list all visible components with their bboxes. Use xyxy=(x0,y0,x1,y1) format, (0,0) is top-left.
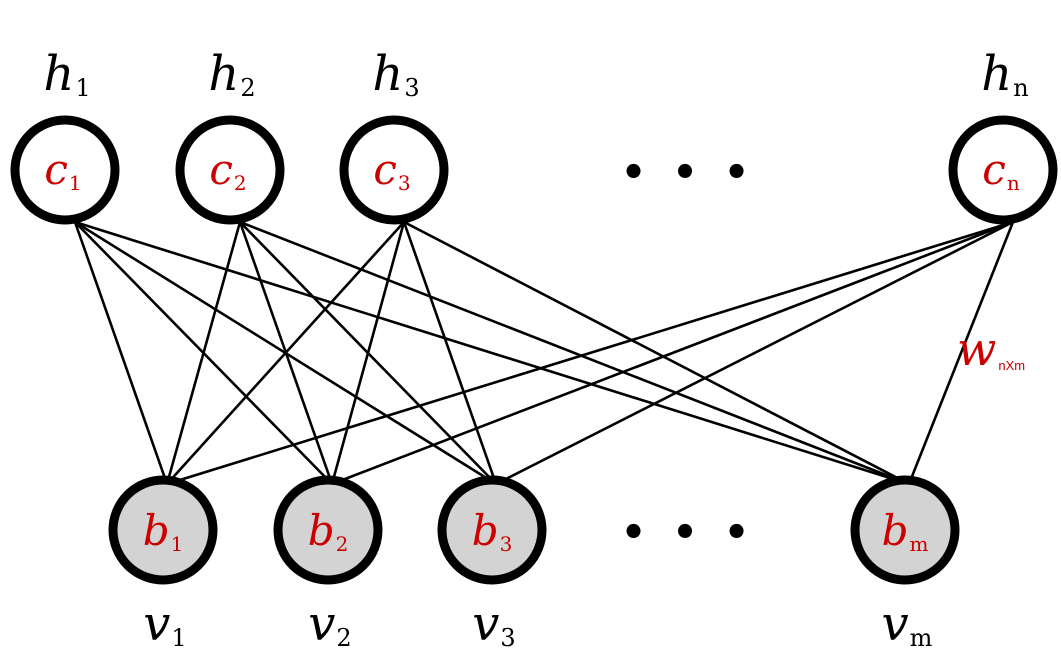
visible-var-m-symbol: v xyxy=(882,596,909,652)
hidden-var-1-symbol: h xyxy=(43,46,74,102)
visible-var-1-subscript: 1 xyxy=(171,624,186,652)
edge-h3-v3 xyxy=(402,221,498,485)
edge-h4-v1 xyxy=(166,220,1014,486)
hidden-bias-n-subscript: n xyxy=(1007,171,1020,195)
visible-var-2-subscript: 2 xyxy=(336,624,351,652)
visible-bias-3-symbol: b xyxy=(472,506,499,555)
visible-bias-m-symbol: b xyxy=(882,506,909,555)
hidden-var-n-symbol: h xyxy=(981,46,1012,102)
weight-subscript: nXm xyxy=(998,358,1025,373)
hidden-bias-2: c2 xyxy=(209,145,246,195)
visible-var-3-subscript: 3 xyxy=(500,624,515,652)
edge-h3-v4 xyxy=(403,220,910,486)
visible-bias-m: bm xyxy=(882,506,929,556)
visible-bias-1-subscript: 1 xyxy=(171,532,184,556)
visible-var-1: v1 xyxy=(143,596,186,652)
edge-h2-v4 xyxy=(239,220,910,486)
visible-var-2: v2 xyxy=(308,596,351,652)
visible-bias-3: b3 xyxy=(472,506,513,556)
edge-h3-v2 xyxy=(330,221,406,485)
hidden-var-2: h2 xyxy=(208,46,255,102)
visible-node-1 xyxy=(108,475,218,585)
edge-h4-v4 xyxy=(907,221,1015,485)
hidden-var-n-subscript: n xyxy=(1013,74,1028,102)
visible-var-1-symbol: v xyxy=(143,596,170,652)
hidden-bias-1: c1 xyxy=(44,145,81,195)
visible-var-2-symbol: v xyxy=(308,596,335,652)
hidden-var-1: h1 xyxy=(43,46,90,102)
visible-bias-2: b2 xyxy=(308,506,349,556)
hidden-node-n xyxy=(948,115,1058,225)
hidden-var-1-subscript: 1 xyxy=(75,74,90,102)
hidden-node-3 xyxy=(339,115,449,225)
edge-h1-v1 xyxy=(73,221,169,485)
hidden-ellipsis: • • • xyxy=(621,150,756,196)
edge-h2-v1 xyxy=(165,221,242,485)
hidden-bias-n: cn xyxy=(982,145,1020,195)
visible-bias-2-subscript: 2 xyxy=(336,532,349,556)
hidden-bias-3-symbol: c xyxy=(373,145,397,194)
hidden-node-1 xyxy=(10,115,120,225)
visible-var-3: v3 xyxy=(472,596,515,652)
visible-node-3 xyxy=(437,475,547,585)
hidden-bias-1-subscript: 1 xyxy=(69,171,82,195)
visible-bias-m-subscript: m xyxy=(909,532,928,556)
visible-node-2 xyxy=(273,475,383,585)
hidden-bias-2-subscript: 2 xyxy=(234,171,247,195)
visible-bias-1-symbol: b xyxy=(143,506,170,555)
visible-var-m: vm xyxy=(882,596,933,652)
visible-ellipsis: • • • xyxy=(621,510,756,556)
hidden-var-2-symbol: h xyxy=(208,46,239,102)
visible-var-m-subscript: m xyxy=(910,624,933,652)
hidden-var-3-symbol: h xyxy=(372,46,403,102)
hidden-bias-2-symbol: c xyxy=(209,145,233,194)
hidden-bias-1-symbol: c xyxy=(44,145,68,194)
hidden-var-3-subscript: 3 xyxy=(404,74,419,102)
visible-bias-1: b1 xyxy=(143,506,184,556)
edge-h1-v4 xyxy=(74,220,910,486)
visible-bias-2-symbol: b xyxy=(308,506,335,555)
hidden-var-3: h3 xyxy=(372,46,419,102)
edge-h4-v2 xyxy=(331,220,1014,486)
hidden-var-n: hn xyxy=(981,46,1028,102)
weight-symbol: w xyxy=(957,322,996,376)
edge-h4-v3 xyxy=(495,220,1014,486)
edge-h3-v1 xyxy=(166,221,405,485)
network-nodes xyxy=(10,115,1058,585)
connection-edges xyxy=(73,220,1015,486)
hidden-var-2-subscript: 2 xyxy=(240,74,255,102)
hidden-bias-n-symbol: c xyxy=(982,145,1006,194)
hidden-bias-3-subscript: 3 xyxy=(398,171,411,195)
visible-bias-3-subscript: 3 xyxy=(500,532,513,556)
hidden-bias-3: c3 xyxy=(373,145,410,195)
visible-node-m xyxy=(850,475,960,585)
hidden-node-2 xyxy=(175,115,285,225)
visible-var-3-symbol: v xyxy=(472,596,499,652)
